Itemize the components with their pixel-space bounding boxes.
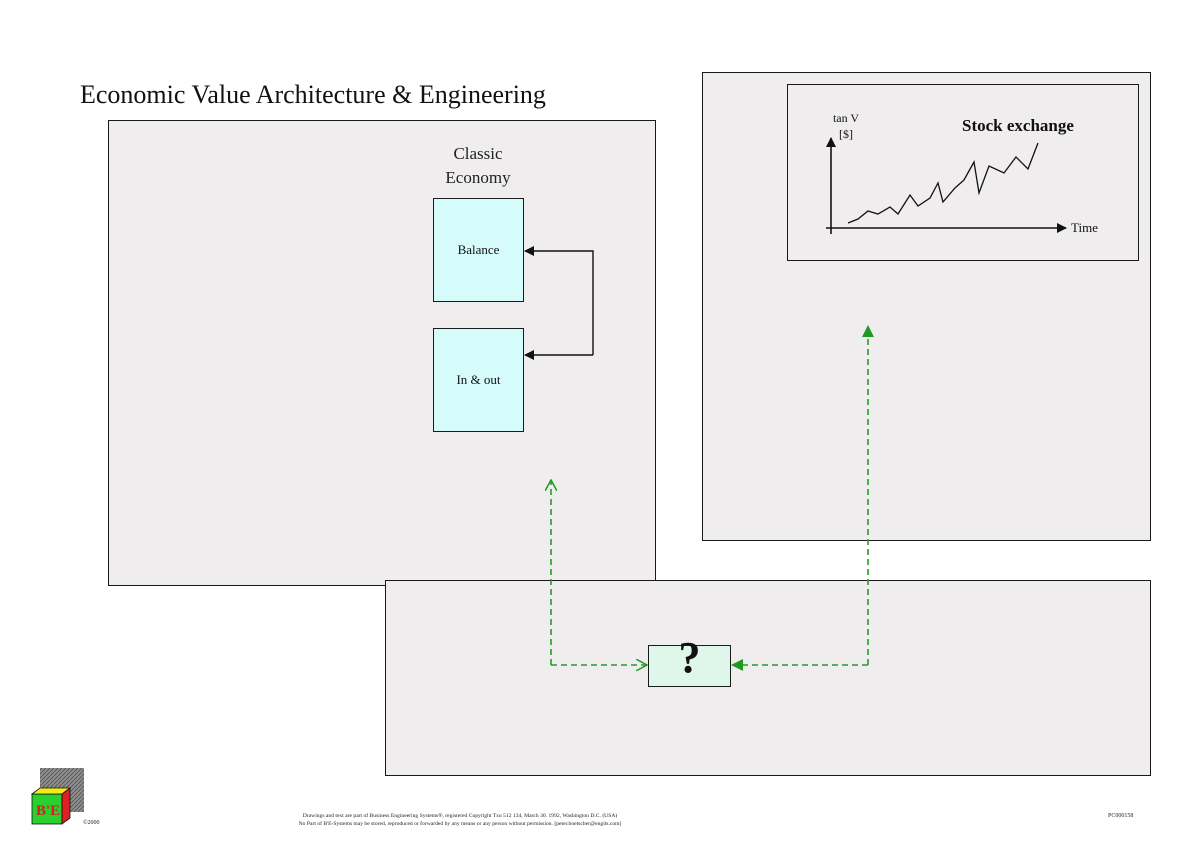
stock-chart <box>826 137 1067 234</box>
balance-label: Balance <box>457 242 500 257</box>
page-title: Economic Value Architecture & Engineerin… <box>80 80 546 109</box>
in-out-box: In & out <box>433 328 524 432</box>
footer-copyright: ©2000 <box>83 820 100 826</box>
footer-notice-line-1: Drawings and text are part of Business E… <box>302 813 618 819</box>
feedback-loop-arrow <box>524 246 594 360</box>
y-label-line-1: tan V <box>832 111 860 125</box>
question-mark: ? <box>678 633 701 682</box>
chart-x-label: Time <box>1071 220 1098 235</box>
svg-text:B'E: B'E <box>36 803 60 819</box>
classic-to-question-link <box>551 480 647 665</box>
chart-title: Stock exchange <box>962 116 1074 135</box>
caption-line-2: Economy <box>445 168 511 187</box>
balance-box: Balance <box>433 198 524 302</box>
integration-panel <box>385 580 1151 776</box>
stock-price-line <box>847 142 1039 224</box>
y-label-line-2: [$] <box>839 127 853 141</box>
footer-notice-line-2: No Part of B'E-Systems may be stored, re… <box>298 821 622 827</box>
footer-page-code: PC000158 <box>1108 813 1134 819</box>
caption-line-1: Classic <box>453 144 503 163</box>
stock-chart-frame <box>787 84 1139 261</box>
chart-y-label: tan V [$] <box>826 110 866 142</box>
in-out-label: In & out <box>456 372 501 387</box>
classic-economy-caption: Classic Economy <box>428 142 528 190</box>
market-to-question-link <box>731 325 874 671</box>
question-box: ? <box>648 636 731 687</box>
classic-economy-panel <box>108 120 656 586</box>
be-logo: B'E <box>30 768 90 828</box>
